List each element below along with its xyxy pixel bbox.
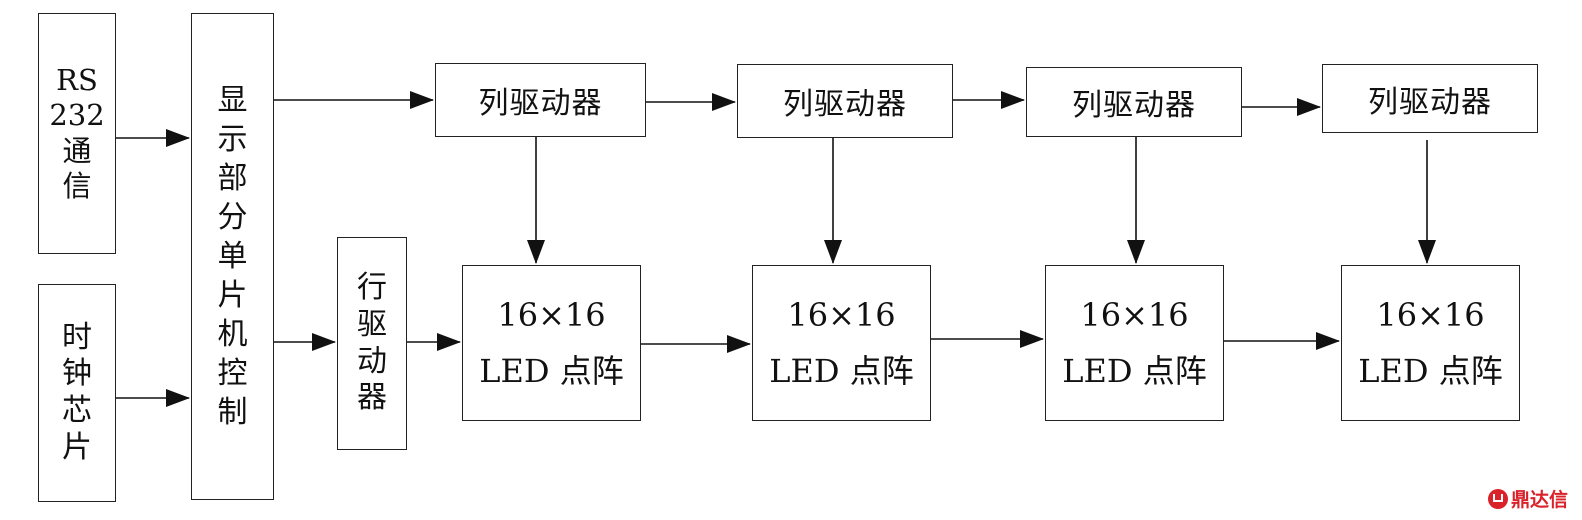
label-char: 片 [217,278,248,313]
led-matrix-label: LED 点阵 [769,352,914,390]
row-driver-label: 行驱动器 [338,238,406,449]
label-char: 钟 [62,356,92,392]
column-driver-label: 列驱动器 [783,87,907,122]
label-char: 器 [357,380,387,416]
watermark-text: 鼎达信 [1510,489,1568,511]
label-char: 时 [62,319,92,355]
label-char: RS [56,62,98,97]
column-driver-2: 列驱动器 [737,64,953,138]
label-char: 驱 [357,306,387,342]
led-matrix-size: 16×16 [1376,296,1485,334]
label-char: 控 [217,356,248,391]
column-driver-label: 列驱动器 [1368,84,1492,120]
watermark-logo: 鼎达信 [1487,485,1568,512]
led-matrix-label: LED 点阵 [479,352,624,390]
clock-chip-block: 时钟芯片 [38,284,116,502]
label-char: 通 [62,133,92,168]
mcu-block: 显示部分单片机控制 [191,13,274,500]
mcu-label: 显示部分单片机控制 [192,14,273,499]
led-matrix-size: 16×16 [787,296,896,334]
row-driver-block: 行驱动器 [337,237,407,450]
label-char: 信 [62,168,92,203]
label-char: 制 [217,395,248,430]
label-char: 显 [217,83,248,118]
label-char: 单 [217,239,248,274]
led-matrix-label: LED 点阵 [1358,352,1503,390]
label-char: 分 [217,200,248,235]
led-matrix-label: LED 点阵 [1062,352,1207,390]
column-driver-3: 列驱动器 [1026,67,1242,137]
label-char: 动 [357,343,387,379]
led-matrix-size: 16×16 [1080,296,1189,334]
clock-chip-label: 时钟芯片 [39,285,115,501]
label-char: 机 [217,317,248,352]
label-char: 部 [217,161,248,196]
label-char: 芯 [62,393,92,428]
label-char: 行 [357,270,387,306]
column-driver-1: 列驱动器 [435,63,646,137]
column-driver-4: 列驱动器 [1322,64,1538,133]
column-driver-label: 列驱动器 [1072,88,1196,123]
logo-icon [1487,488,1508,509]
label-char: 232 [49,98,105,133]
label-char: 示 [217,122,248,157]
column-driver-label: 列驱动器 [478,86,603,121]
label-char: 片 [62,429,92,465]
led-matrix-size: 16×16 [497,296,606,334]
